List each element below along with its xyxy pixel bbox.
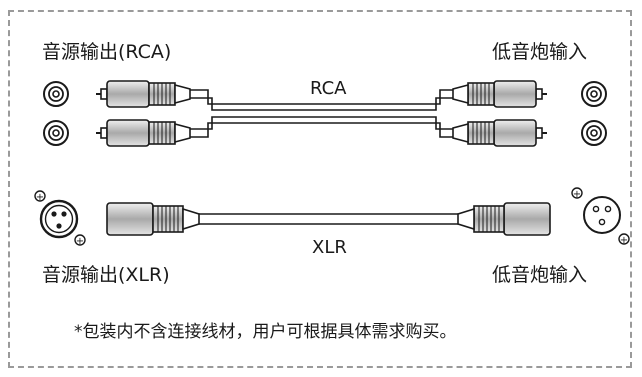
rca-source-label: 音源输出(RCA) [42,41,172,63]
svg-text:+: + [36,192,44,203]
diagram-frame [8,10,632,368]
xlr-source-label: 音源输出(XLR) [42,264,170,286]
xlr-plug-icon [457,202,551,236]
rca-jack-icon [43,81,69,107]
rca-plug-icon [452,80,548,108]
svg-text:+: + [76,236,84,247]
package-note: *包装内不含连接线材，用户可根据具体需求购买。 [74,322,457,342]
svg-text:+: + [620,235,628,246]
rca-jack-icon [43,120,69,146]
xlr-female-jack-icon: + + [571,187,630,246]
rca-cable [190,89,453,138]
xlr-sub-label: 低音炮输入 [492,264,588,286]
xlr-plug-icon [106,202,200,236]
xlr-cable [199,213,458,225]
rca-cable-label: RCA [310,78,347,99]
rca-jack-icon [581,81,607,107]
rca-jack-icon [581,120,607,146]
rca-sub-label: 低音炮输入 [492,41,588,63]
xlr-cable-label: XLR [312,237,347,258]
xlr-male-jack-icon: + + [34,190,86,247]
rca-plug-icon [452,119,548,147]
rca-plug-icon [95,119,191,147]
svg-text:+: + [573,189,581,200]
rca-plug-icon [95,80,191,108]
